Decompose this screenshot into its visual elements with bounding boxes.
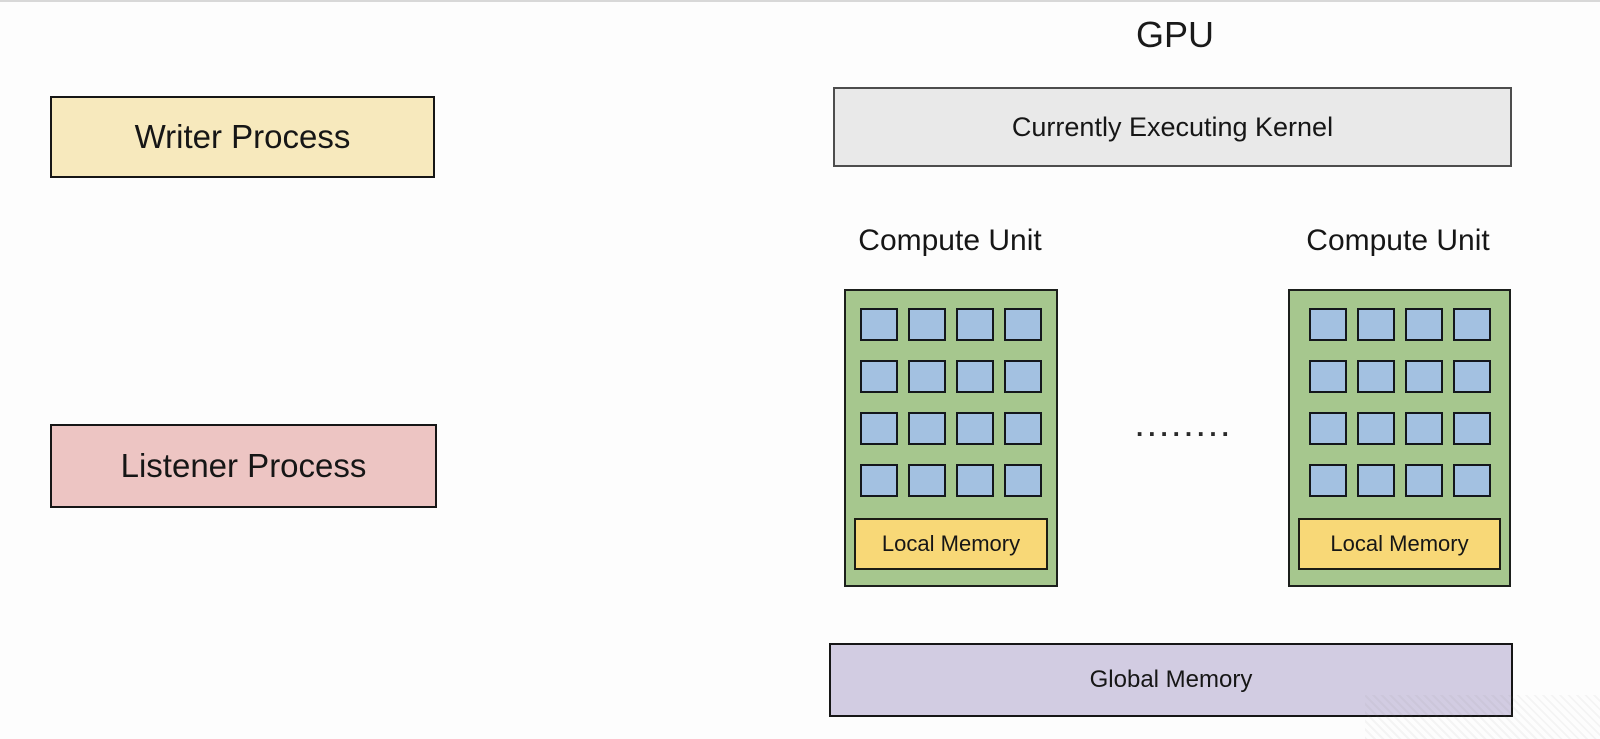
processing-element-grid <box>846 308 1056 497</box>
top-border-line <box>0 0 1600 2</box>
processing-element <box>860 412 898 445</box>
processing-element <box>1004 360 1042 393</box>
processing-element <box>860 464 898 497</box>
global-memory-box: Global Memory <box>829 643 1513 717</box>
processing-element <box>1356 360 1395 393</box>
local-memory-box: Local Memory <box>1298 518 1501 570</box>
processing-element <box>1308 412 1347 445</box>
processing-element <box>1452 308 1491 341</box>
processing-element <box>956 360 994 393</box>
processing-element <box>908 360 946 393</box>
processing-element <box>1356 412 1395 445</box>
listener-process-box: Listener Process <box>50 424 437 508</box>
processing-element <box>908 412 946 445</box>
processing-element <box>956 412 994 445</box>
processing-element <box>1356 308 1395 341</box>
pe-row <box>1308 412 1491 445</box>
processing-element <box>1404 464 1443 497</box>
writer-process-label: Writer Process <box>134 118 351 155</box>
currently-executing-kernel-label: Currently Executing Kernel <box>1011 111 1334 142</box>
processing-element <box>1308 360 1347 393</box>
local-memory-box: Local Memory <box>854 518 1048 570</box>
processing-element <box>1356 464 1395 497</box>
pe-row <box>860 308 1042 341</box>
pe-row <box>860 464 1042 497</box>
processing-element <box>1404 360 1443 393</box>
writer-process-box: Writer Process <box>50 96 435 178</box>
compute-unit-label-left: Compute Unit <box>858 224 1042 257</box>
processing-element <box>860 360 898 393</box>
pe-row <box>860 360 1042 393</box>
processing-element <box>1404 412 1443 445</box>
compute-unit-right: Local Memory <box>1288 289 1511 587</box>
gpu-title: GPU <box>1135 14 1214 55</box>
pe-row <box>1308 308 1491 341</box>
global-memory-label: Global Memory <box>1089 666 1253 693</box>
compute-unit-left: Local Memory <box>844 289 1058 587</box>
processing-element <box>860 308 898 341</box>
processing-element <box>1004 308 1042 341</box>
currently-executing-kernel-box: Currently Executing Kernel <box>833 87 1512 167</box>
compute-unit-ellipsis: ........ <box>1136 412 1234 442</box>
pe-row <box>1308 360 1491 393</box>
processing-element <box>956 308 994 341</box>
processing-element <box>1308 308 1347 341</box>
local-memory-label: Local Memory <box>881 531 1021 556</box>
pe-row <box>1308 464 1491 497</box>
processing-element <box>1004 412 1042 445</box>
processing-element <box>1452 412 1491 445</box>
processing-element <box>956 464 994 497</box>
processing-element <box>1404 308 1443 341</box>
processing-element-grid <box>1290 308 1509 497</box>
processing-element <box>1004 464 1042 497</box>
processing-element <box>908 308 946 341</box>
listener-process-label: Listener Process <box>120 447 367 484</box>
pe-row <box>860 412 1042 445</box>
processing-element <box>1452 464 1491 497</box>
processing-element <box>1308 464 1347 497</box>
compute-unit-label-right: Compute Unit <box>1306 224 1490 257</box>
watermark <box>1365 695 1600 739</box>
local-memory-label: Local Memory <box>1330 531 1469 556</box>
processing-element <box>1452 360 1491 393</box>
processing-element <box>908 464 946 497</box>
